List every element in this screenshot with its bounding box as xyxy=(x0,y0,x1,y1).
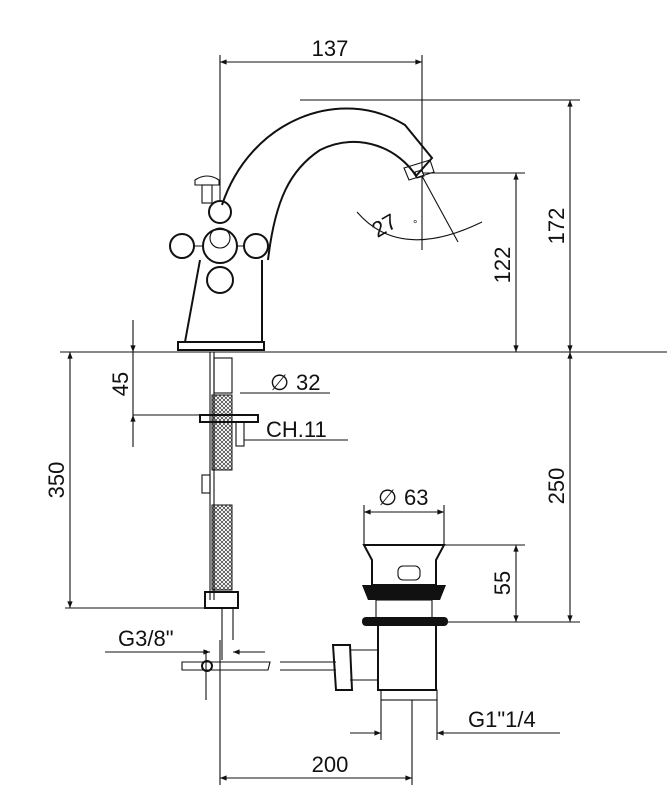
dimension-drain-diameter: ∅ 63 xyxy=(363,485,445,545)
dimension-hose-thread: G3/8" xyxy=(105,626,265,655)
base-diameter-symbol: ∅ xyxy=(270,370,289,395)
drain-thread-label: G1"1/4 xyxy=(468,707,536,732)
rod-length-label: 200 xyxy=(312,752,349,777)
dimension-base-height: 45 xyxy=(108,320,258,447)
drain-diameter-label: 63 xyxy=(404,485,428,510)
base-height-label: 45 xyxy=(108,372,133,396)
drain-diameter-symbol: ∅ xyxy=(378,485,397,510)
spout-reach-label: 137 xyxy=(312,36,349,61)
degree-symbol: ° xyxy=(413,219,417,231)
faucet-body xyxy=(169,107,435,351)
dimension-drain-thread: G1"1/4 xyxy=(350,700,560,740)
supply-hoses xyxy=(199,352,259,660)
popup-rod xyxy=(181,650,336,700)
dimension-drain-height: 55 xyxy=(444,544,525,622)
drain-depth-label: 250 xyxy=(544,468,569,505)
base-diameter-label: 32 xyxy=(296,370,320,395)
dimension-base-diameter: ∅ 32 xyxy=(240,370,330,395)
drain-height-label: 55 xyxy=(490,571,515,595)
nut-size-label: CH.11 xyxy=(266,417,327,442)
total-height-label: 172 xyxy=(544,208,569,245)
dimension-drain-depth: 250 xyxy=(440,352,580,623)
dimension-rod-length: 200 xyxy=(219,640,413,785)
dimension-hose-length: 350 xyxy=(44,352,215,609)
spout-height-label: 122 xyxy=(490,247,515,284)
drain-waste xyxy=(331,544,448,701)
dimension-nut-size: CH.11 xyxy=(244,417,348,442)
hose-thread-label: G3/8" xyxy=(118,626,174,651)
dimension-total-height: 172 xyxy=(300,99,580,352)
dimension-spout-height: 122 xyxy=(422,172,525,352)
dimension-spout-reach: 137 xyxy=(219,36,423,200)
dimension-spout-angle: 27 ° xyxy=(356,175,483,250)
hose-length-label: 350 xyxy=(44,462,69,499)
